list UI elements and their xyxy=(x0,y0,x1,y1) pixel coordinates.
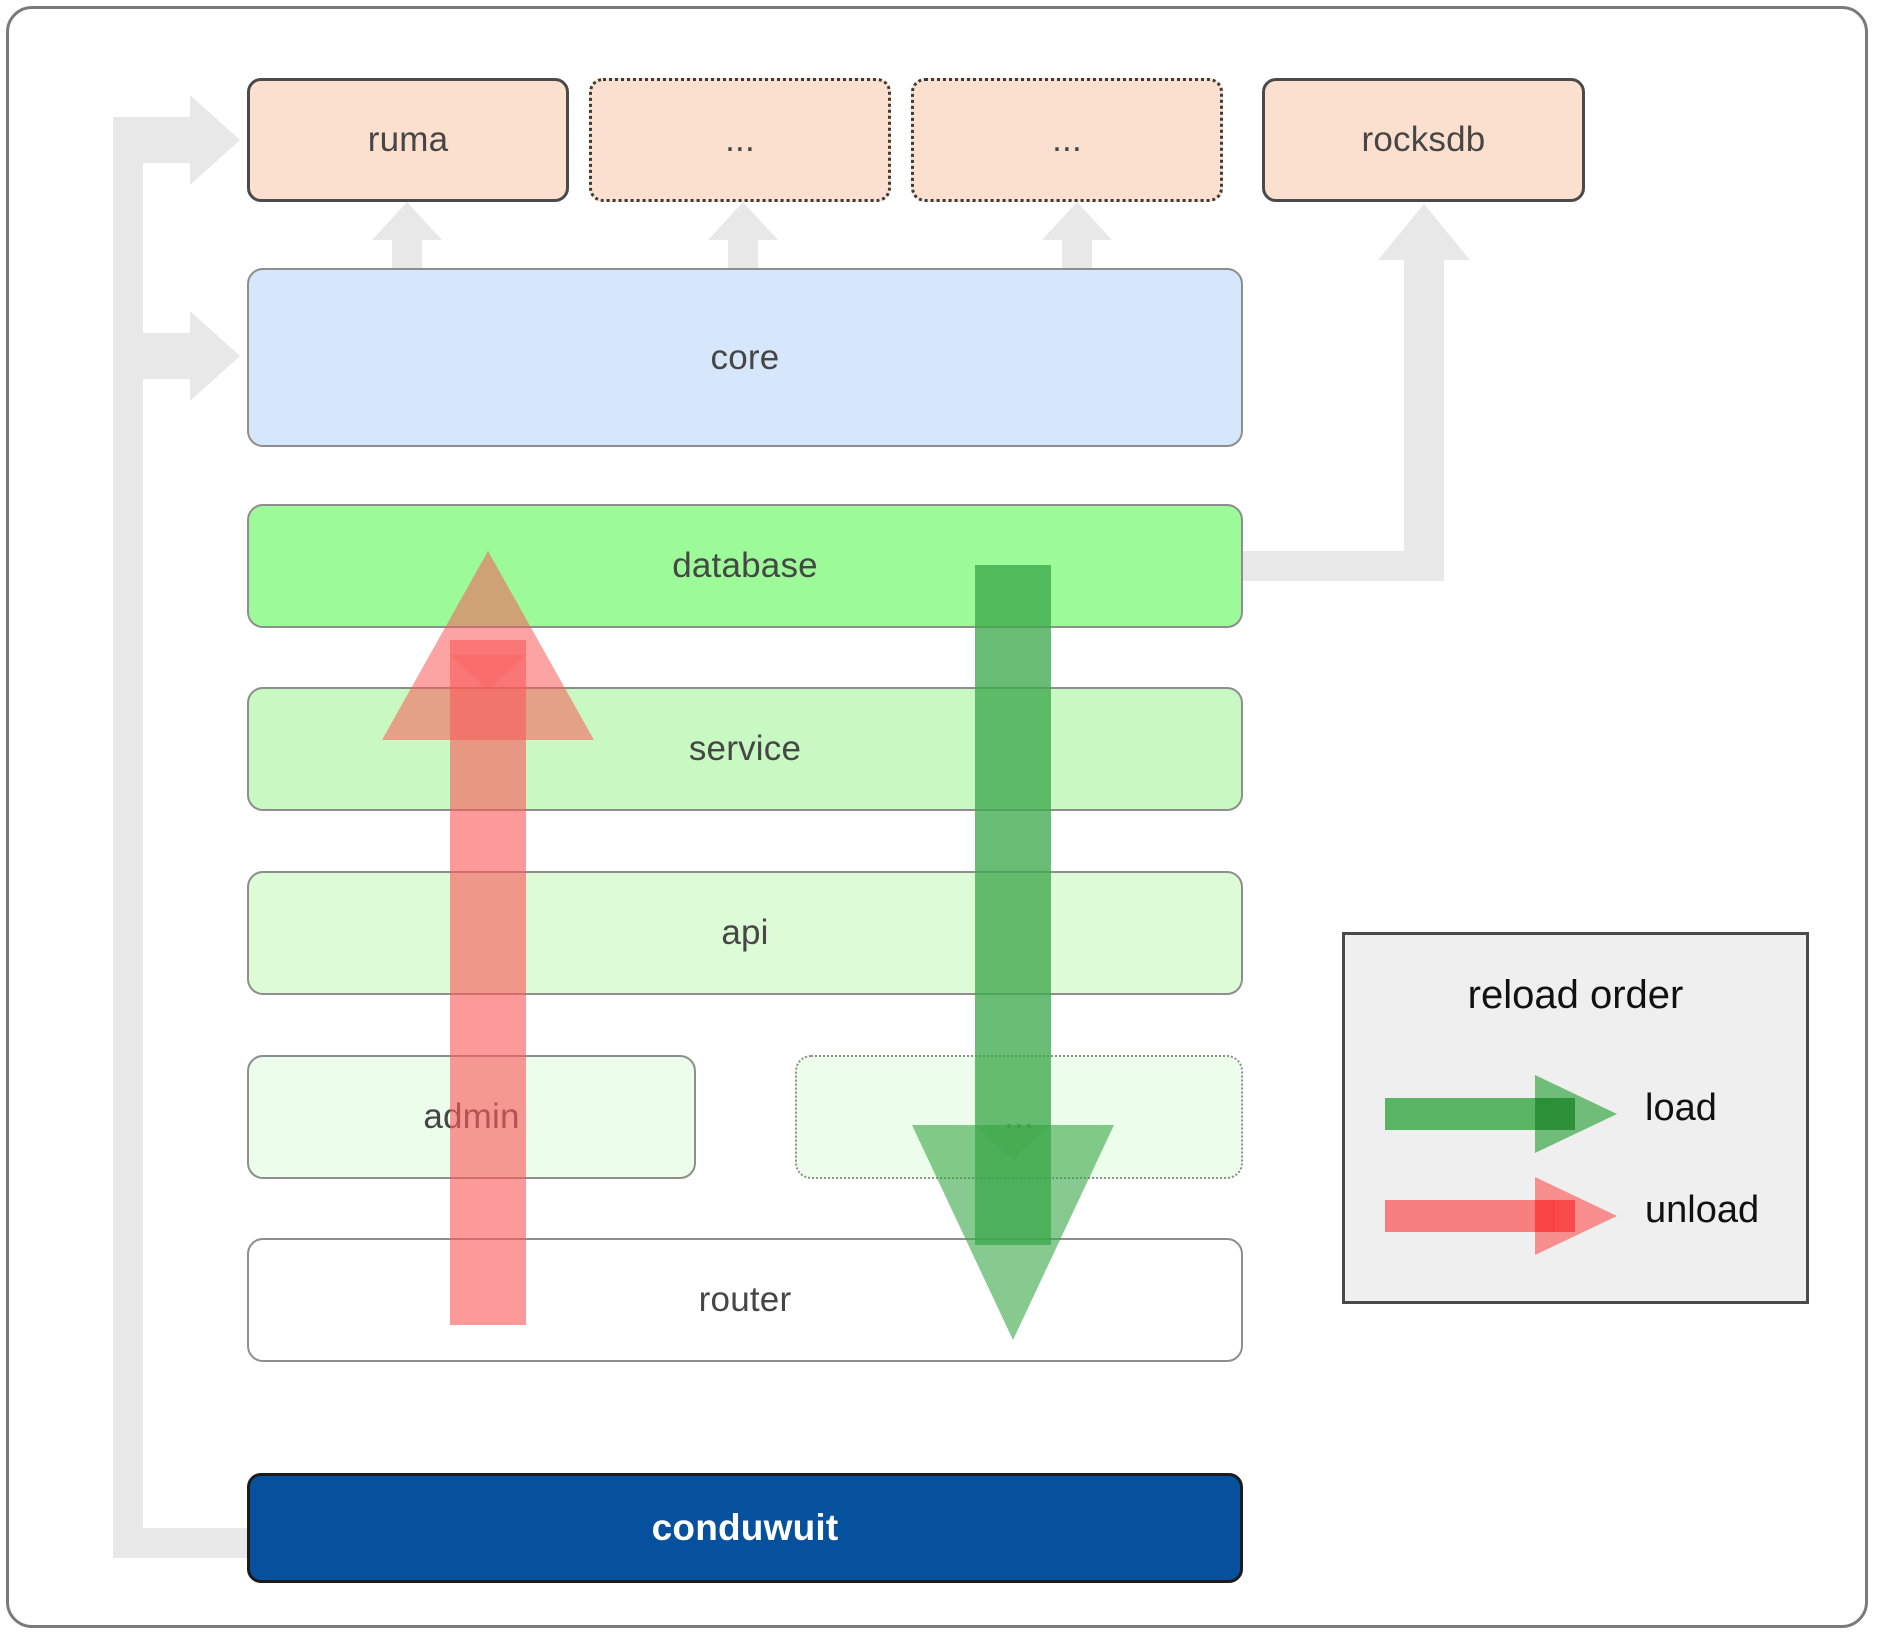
legend-title: reload order xyxy=(1467,973,1684,1017)
crate-box-placeholder[interactable]: ... xyxy=(795,1055,1243,1179)
crate-label: api xyxy=(721,913,769,952)
dependency-box-ruma[interactable]: ruma xyxy=(247,78,569,202)
legend-load-label: load xyxy=(1645,1087,1717,1129)
crate-label: database xyxy=(672,546,818,585)
crate-label: admin xyxy=(423,1097,520,1136)
diagram-frame xyxy=(6,6,1868,1628)
dependency-label: ... xyxy=(725,120,755,159)
crate-box-core[interactable]: core xyxy=(247,268,1243,447)
legend-unload-arrow-icon xyxy=(1385,1177,1617,1255)
binary-box-conduwuit[interactable]: conduwuit xyxy=(247,1473,1243,1583)
legend-panel: reload order load unload xyxy=(1342,932,1809,1304)
crate-box-service[interactable]: service xyxy=(247,687,1243,811)
crate-box-admin[interactable]: admin xyxy=(247,1055,696,1179)
crate-label: router xyxy=(698,1280,792,1319)
legend-item-load: load xyxy=(1345,1071,1806,1157)
dependency-box-rocksdb[interactable]: rocksdb xyxy=(1262,78,1585,202)
legend-item-unload: unload xyxy=(1345,1173,1806,1259)
crate-label: ... xyxy=(1004,1097,1034,1136)
crate-box-api[interactable]: api xyxy=(247,871,1243,995)
legend-load-arrow-icon xyxy=(1385,1075,1617,1153)
crate-box-router[interactable]: router xyxy=(247,1238,1243,1362)
binary-label: conduwuit xyxy=(651,1507,839,1548)
dependency-label: ... xyxy=(1052,120,1082,159)
dependency-box-placeholder-1[interactable]: ... xyxy=(589,78,891,202)
legend-unload-label: unload xyxy=(1645,1189,1760,1231)
dependency-label: ruma xyxy=(367,120,449,159)
dependency-label: rocksdb xyxy=(1361,120,1486,159)
crate-label: core xyxy=(710,337,780,377)
crate-label: service xyxy=(688,729,802,768)
dependency-box-placeholder-2[interactable]: ... xyxy=(911,78,1223,202)
crate-box-database[interactable]: database xyxy=(247,504,1243,628)
